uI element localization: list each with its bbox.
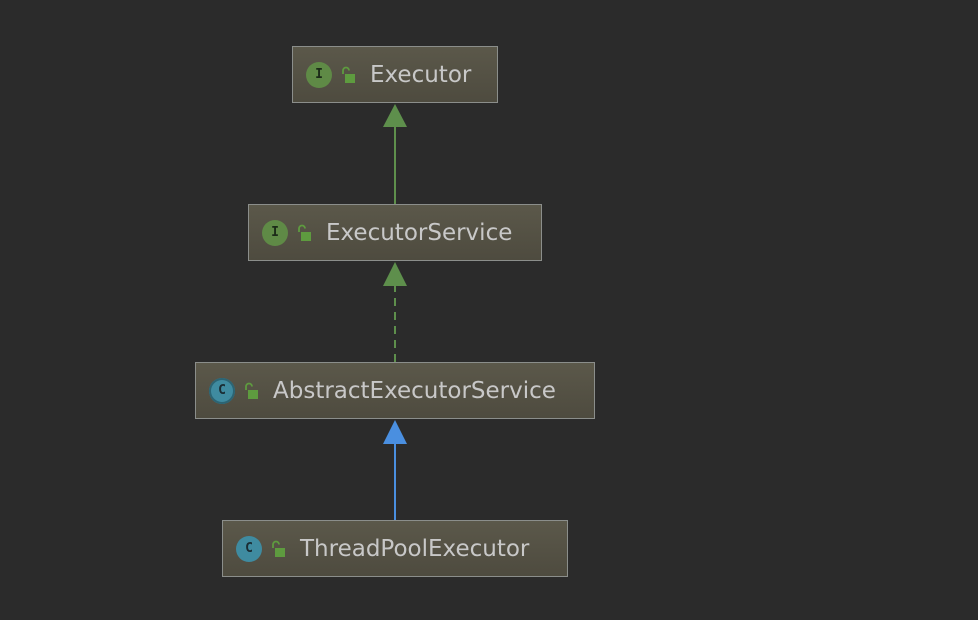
node-executor-service[interactable]: I ExecutorService	[248, 204, 542, 261]
node-thread-pool-executor[interactable]: C ThreadPoolExecutor	[222, 520, 568, 577]
node-label: Executor	[370, 61, 472, 88]
edge-executor-service-to-executor	[383, 104, 407, 204]
edge-thread-pool-executor-to-abstract-executor-service	[383, 420, 407, 520]
interface-badge-icon: I	[262, 219, 288, 246]
node-label: ThreadPoolExecutor	[300, 535, 530, 562]
class-badge-icon: C	[236, 535, 262, 562]
node-label: ExecutorService	[326, 219, 513, 246]
node-executor[interactable]: I Executor	[292, 46, 498, 103]
edge-abstract-executor-service-to-executor-service	[383, 262, 407, 362]
unlocked-padlock-icon	[272, 540, 285, 557]
unlocked-padlock-icon	[245, 382, 258, 399]
unlocked-padlock-icon	[342, 66, 355, 83]
node-abstract-executor-service[interactable]: C AbstractExecutorService	[195, 362, 595, 419]
node-label: AbstractExecutorService	[273, 377, 556, 404]
interface-badge-icon: I	[306, 61, 332, 88]
abstract-class-badge-icon: C	[209, 377, 235, 404]
unlocked-padlock-icon	[298, 224, 311, 241]
